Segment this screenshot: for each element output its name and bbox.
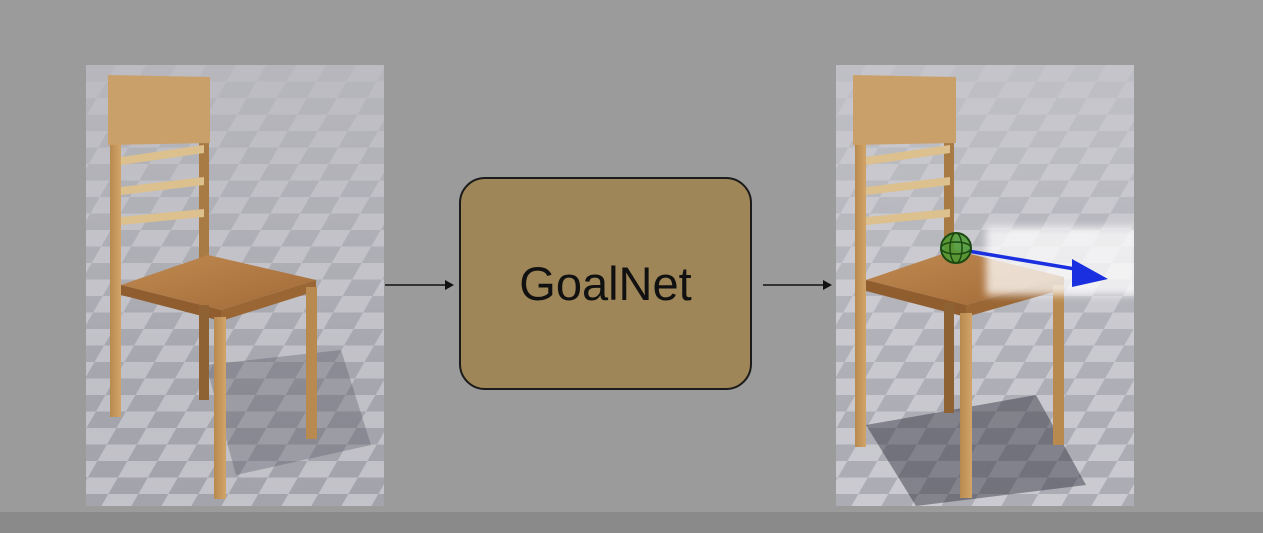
input-flow-arrow [385,280,454,290]
model-label: GoalNet [519,257,692,310]
goal-marker-icon [940,232,972,264]
output-chair-image [836,65,1134,506]
goal-direction-arrow [967,249,1108,287]
goalnet-model-box: GoalNet [459,177,752,390]
bottom-strip [0,512,1263,533]
goal-highlight [986,227,1134,295]
input-chair-image [86,65,384,506]
output-flow-arrow [763,280,832,290]
